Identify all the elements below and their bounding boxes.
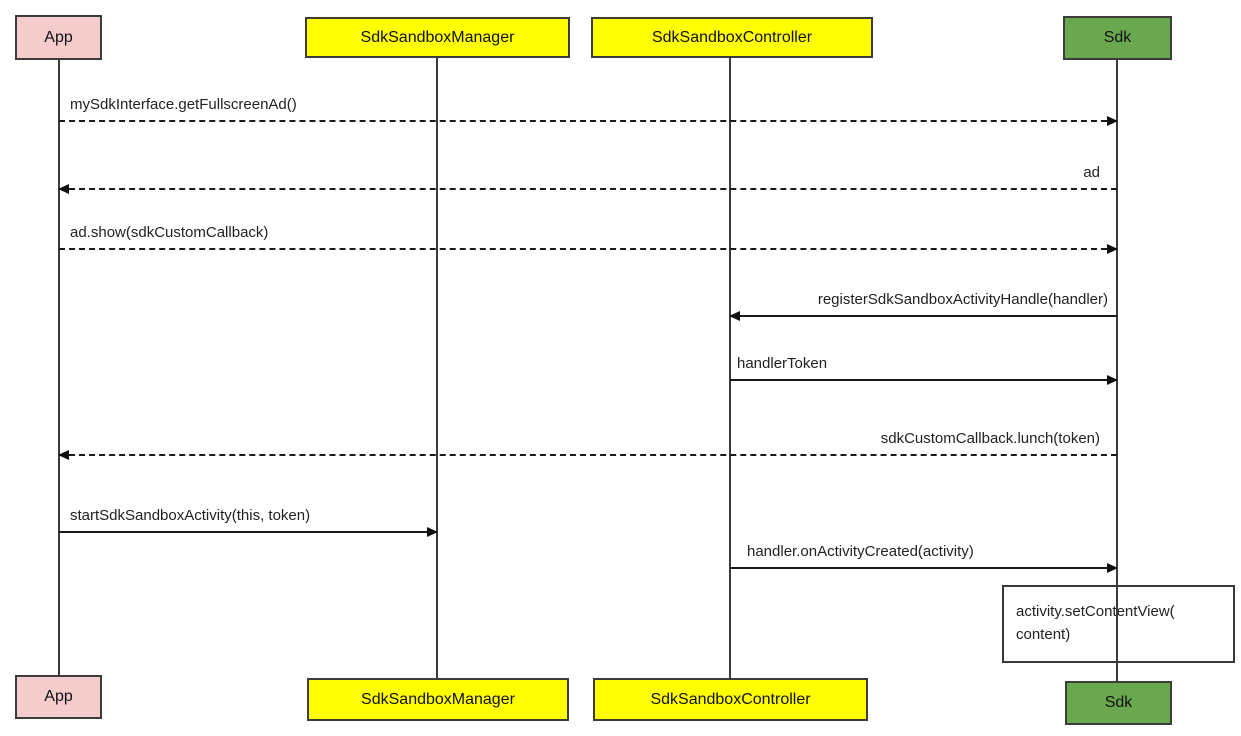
message-arrow-line bbox=[58, 450, 1117, 460]
actor-sdk-top: Sdk bbox=[1063, 16, 1172, 60]
actor-sdksandboxcontroller-bottom-label: SdkSandboxController bbox=[650, 690, 811, 708]
message-arrow-line bbox=[58, 184, 1117, 194]
arrowhead-right-icon bbox=[1107, 244, 1118, 254]
message-label: handler.onActivityCreated(activity) bbox=[747, 543, 974, 560]
lifeline-sdk bbox=[1116, 60, 1118, 681]
actor-app-top: App bbox=[15, 15, 102, 60]
arrowhead-right-icon bbox=[1107, 375, 1118, 385]
actor-sdksandboxcontroller-bottom: SdkSandboxController bbox=[593, 678, 868, 721]
actor-sdk-bottom: Sdk bbox=[1065, 681, 1172, 725]
actor-sdk-bottom-label: Sdk bbox=[1104, 694, 1133, 711]
message-arrow-line bbox=[59, 116, 1118, 126]
arrowhead-left-icon bbox=[58, 184, 69, 194]
note-line2: content) bbox=[1016, 626, 1071, 643]
message-label: ad bbox=[1083, 164, 1100, 181]
actor-sdksandboxmanager-bottom-label: SdkSandboxManager bbox=[361, 690, 515, 708]
actor-app-top-label: App bbox=[44, 28, 73, 46]
actor-sdk-top-label: Sdk bbox=[1103, 29, 1132, 46]
note-line1: activity.setContentView( bbox=[1016, 603, 1175, 620]
message-arrow-line bbox=[730, 375, 1118, 385]
arrowhead-left-icon bbox=[729, 311, 740, 321]
message-label: sdkCustomCallback.lunch(token) bbox=[880, 430, 1100, 447]
arrowhead-right-icon bbox=[1107, 116, 1118, 126]
arrowhead-right-icon bbox=[1107, 563, 1118, 573]
message-arrow-line bbox=[729, 311, 1117, 321]
note-activity-setcontentview: activity.setContentView( content) bbox=[1002, 585, 1235, 663]
actor-sdksandboxmanager-top: SdkSandboxManager bbox=[305, 17, 570, 58]
lifeline-sdksandboxmanager bbox=[436, 58, 438, 678]
arrowhead-left-icon bbox=[58, 450, 69, 460]
message-arrow-line bbox=[730, 563, 1118, 573]
message-label: mySdkInterface.getFullscreenAd() bbox=[70, 96, 297, 113]
actor-sdksandboxcontroller-top: SdkSandboxController bbox=[591, 17, 873, 58]
actor-sdksandboxmanager-bottom: SdkSandboxManager bbox=[307, 678, 569, 721]
actor-app-bottom: App bbox=[15, 675, 102, 719]
actor-sdksandboxmanager-top-label: SdkSandboxManager bbox=[360, 28, 515, 46]
lifeline-sdksandboxcontroller bbox=[729, 58, 731, 678]
message-arrow-line bbox=[59, 244, 1118, 254]
message-arrow-line bbox=[59, 527, 438, 537]
message-label: registerSdkSandboxActivityHandle(handler… bbox=[817, 291, 1108, 308]
actor-app-bottom-label: App bbox=[44, 688, 73, 705]
lifeline-app bbox=[58, 60, 60, 675]
message-label: handlerToken bbox=[737, 355, 828, 372]
message-label: startSdkSandboxActivity(this, token) bbox=[70, 507, 311, 524]
message-label: ad.show(sdkCustomCallback) bbox=[70, 224, 269, 241]
actor-sdksandboxcontroller-top-label: SdkSandboxController bbox=[651, 28, 813, 46]
arrowhead-right-icon bbox=[427, 527, 438, 537]
